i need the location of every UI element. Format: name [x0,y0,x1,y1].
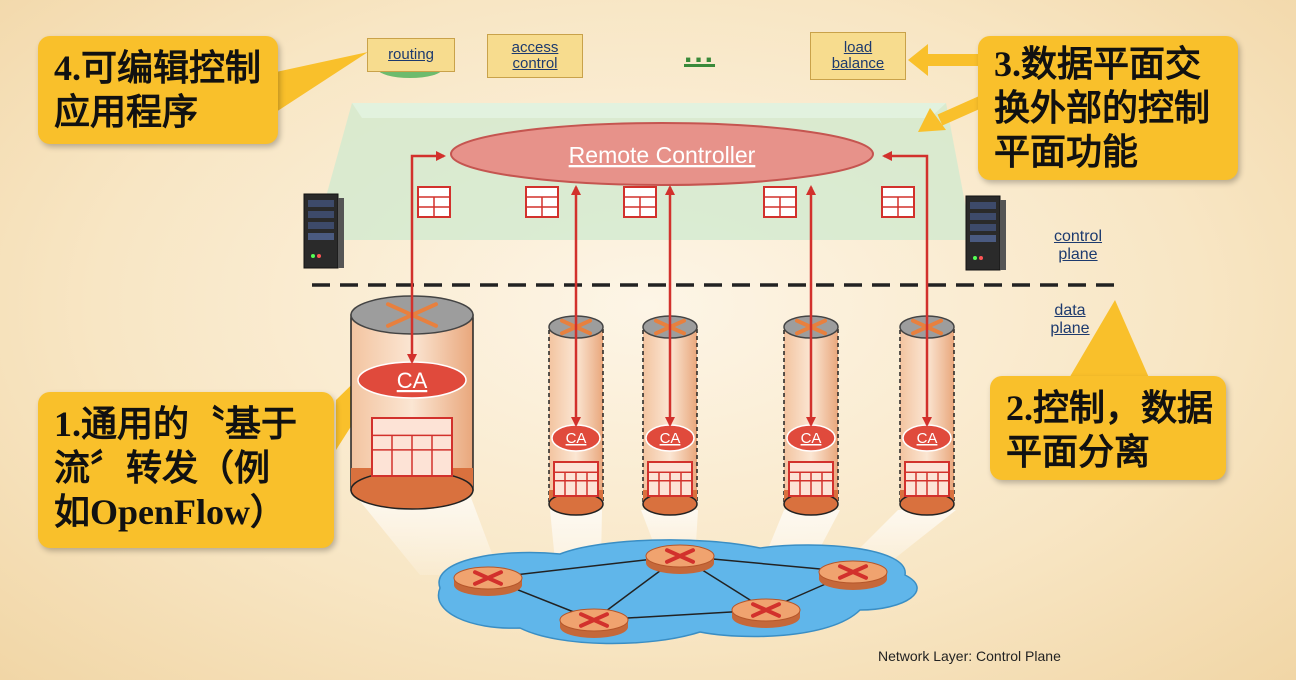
callout-flow-forwarding: 1.通用的〝基于 流〞转发（例 如OpenFlow） [38,392,334,548]
app-access-control: access control [487,34,583,78]
callout3-line3: 平面功能 [994,132,1139,172]
app-access-label-2: control [512,55,558,72]
data-plane-text-2: plane [1050,320,1090,337]
callout3-line1: 3.数据平面交 [994,44,1202,84]
server-left-icon [303,193,345,269]
ca-label: CA [801,430,822,447]
callout1-line1: 1.通用的〝基于 [54,404,298,444]
app-routing: routing [367,38,455,72]
ca-label: CA [566,430,587,447]
callout3-line2: 换外部的控制 [994,88,1211,128]
ca-label: CA [397,368,428,393]
app-access-label-1: access [511,39,559,56]
network-router-icon [559,608,629,638]
network-router-icon [453,566,523,596]
app-routing-label: routing [388,46,434,63]
controller-flowtable-icon [881,186,915,218]
control-channel-arrow [882,151,932,427]
switches: CA CA CA CA CA [350,295,955,516]
callout4-line1: 4.可编辑控制 [54,48,262,88]
ca-label: CA [660,430,681,447]
control-plane-text-2: plane [1058,246,1098,263]
network-router-icon [731,598,801,628]
ca-label: CA [917,430,938,447]
footer-caption: Network Layer: Control Plane [878,648,1061,664]
switch-flowtable-icon [371,417,453,477]
control-channel-arrow [407,151,446,364]
control-plane-label: control plane [1042,228,1114,264]
callout4-pointer [276,52,368,112]
app-load-balance: load balance [810,32,906,80]
arrow-to-controller-plane [937,94,988,126]
switch-flowtable-icon [647,461,693,497]
controller-flowtable-icon [417,186,451,218]
control-arrows [407,151,932,427]
app-ellipsis: ... [684,36,716,69]
callout-external-control: 3.数据平面交 换外部的控制 平面功能 [978,36,1238,180]
network-router-icon [818,560,888,590]
remote-controller-ellipse [450,122,874,186]
app-load-label-1: load [843,39,873,56]
app-load-label-2: balance [831,55,885,72]
switch-flowtable-icon [904,461,950,497]
controller-flowtable-icon [525,186,559,218]
remote-controller-label: Remote Controller [569,142,756,168]
controller-flowtable-icon [763,186,797,218]
callout2-line1: 2.控制，数据 [1006,388,1214,428]
callout1-line3: 如OpenFlow） [54,492,287,532]
callout1-line2: 流〞转发（例 [54,448,271,488]
network-router-icon [645,544,715,574]
data-plane-text-1: data [1054,302,1086,319]
callout-programmable-apps: 4.可编辑控制 应用程序 [38,36,278,144]
callout2-line2: 平面分离 [1006,432,1151,472]
server-right-icon [965,195,1007,271]
callout4-line2: 应用程序 [54,92,199,132]
switch-flowtable-icon [553,461,599,497]
switch-flowtable-icon [788,461,834,497]
controller-flowtable-icon [623,186,657,218]
network-routers [453,544,888,638]
control-plane-text-1: control [1053,228,1103,245]
callout2-pointer [1068,300,1150,380]
callout-plane-separation: 2.控制，数据 平面分离 [990,376,1226,480]
data-plane-label: data plane [1038,302,1102,338]
